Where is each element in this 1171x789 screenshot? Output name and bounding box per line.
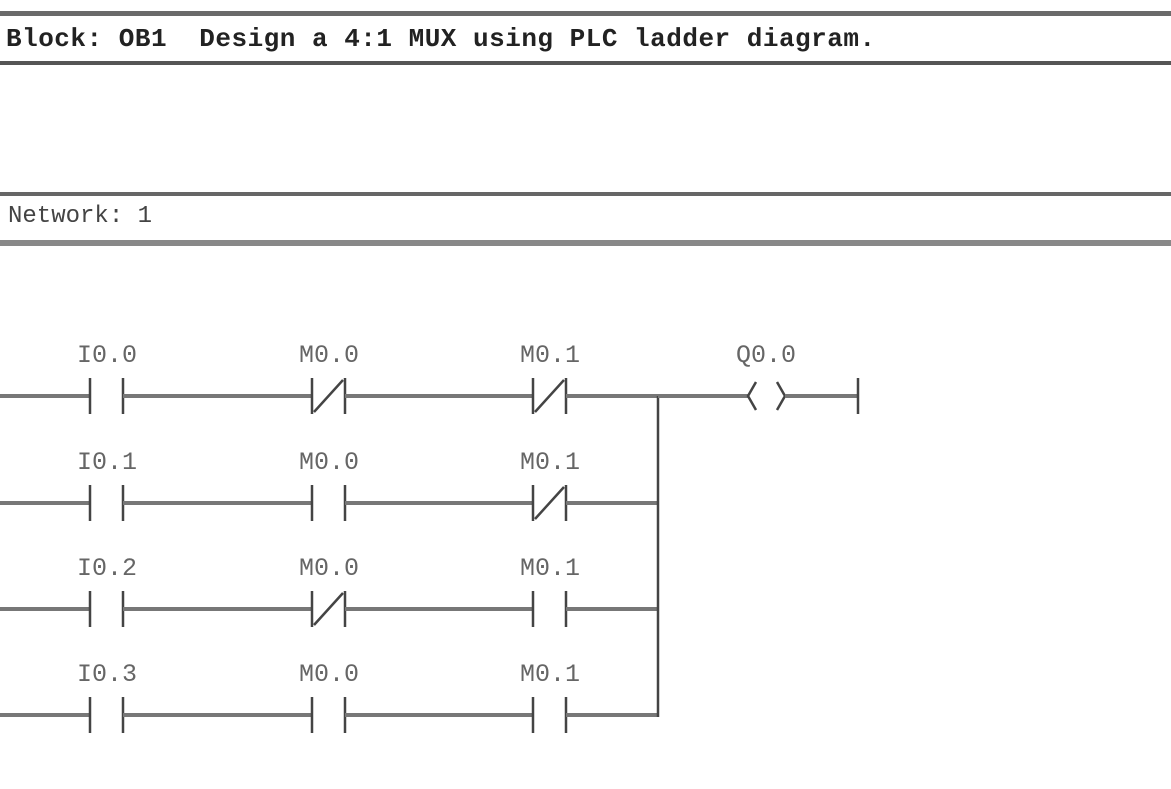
contact-address: M0.1 bbox=[520, 660, 580, 689]
output-coil[interactable]: Q0.0 bbox=[658, 341, 858, 411]
block-title: Block: OB1 Design a 4:1 MUX using PLC la… bbox=[6, 24, 876, 54]
contact-address: M0.0 bbox=[299, 554, 359, 583]
rung: I0.2 M0.0 M0.1 bbox=[0, 554, 658, 627]
normally-open-contact[interactable]: I0.2 bbox=[77, 554, 137, 627]
normally-open-contact[interactable]: M0.0 bbox=[299, 448, 359, 521]
contact-address: I0.0 bbox=[77, 341, 137, 370]
normally-open-contact[interactable]: I0.0 bbox=[77, 341, 137, 414]
contact-slash bbox=[534, 379, 565, 413]
coil-left-paren bbox=[746, 381, 758, 411]
normally-open-contact[interactable]: I0.3 bbox=[77, 660, 137, 733]
block-header: Block: OB1 Design a 4:1 MUX using PLC la… bbox=[0, 11, 1171, 65]
contact-address: I0.2 bbox=[77, 554, 137, 583]
network-title: Network: 1 bbox=[8, 203, 153, 230]
normally-open-contact[interactable]: M0.0 bbox=[299, 660, 359, 733]
rung: I0.1 M0.0 M0.1 bbox=[0, 448, 658, 521]
contact-address: M0.0 bbox=[299, 341, 359, 370]
rung: I0.3 M0.0 M0.1 bbox=[0, 660, 658, 733]
rung: I0.0 M0.0 M0.1 bbox=[0, 341, 658, 414]
contact-slash bbox=[534, 486, 565, 520]
network-header[interactable]: Network: 1 bbox=[0, 192, 1171, 246]
contact-address: M0.0 bbox=[299, 660, 359, 689]
contact-address: I0.1 bbox=[77, 448, 137, 477]
contact-address: M0.1 bbox=[520, 341, 580, 370]
normally-closed-contact[interactable]: M0.0 bbox=[299, 341, 359, 414]
normally-closed-contact[interactable]: M0.0 bbox=[299, 554, 359, 627]
normally-closed-contact[interactable]: M0.1 bbox=[520, 341, 580, 414]
normally-closed-contact[interactable]: M0.1 bbox=[520, 448, 580, 521]
normally-open-contact[interactable]: I0.1 bbox=[77, 448, 137, 521]
contact-address: I0.3 bbox=[77, 660, 137, 689]
contact-address: M0.0 bbox=[299, 448, 359, 477]
contact-address: M0.1 bbox=[520, 448, 580, 477]
contact-slash bbox=[313, 379, 344, 413]
contact-address: M0.1 bbox=[520, 554, 580, 583]
normally-open-contact[interactable]: M0.1 bbox=[520, 554, 580, 627]
normally-open-contact[interactable]: M0.1 bbox=[520, 660, 580, 733]
coil-right-paren bbox=[775, 381, 787, 411]
coil-address: Q0.0 bbox=[736, 341, 796, 370]
contact-slash bbox=[313, 592, 344, 626]
